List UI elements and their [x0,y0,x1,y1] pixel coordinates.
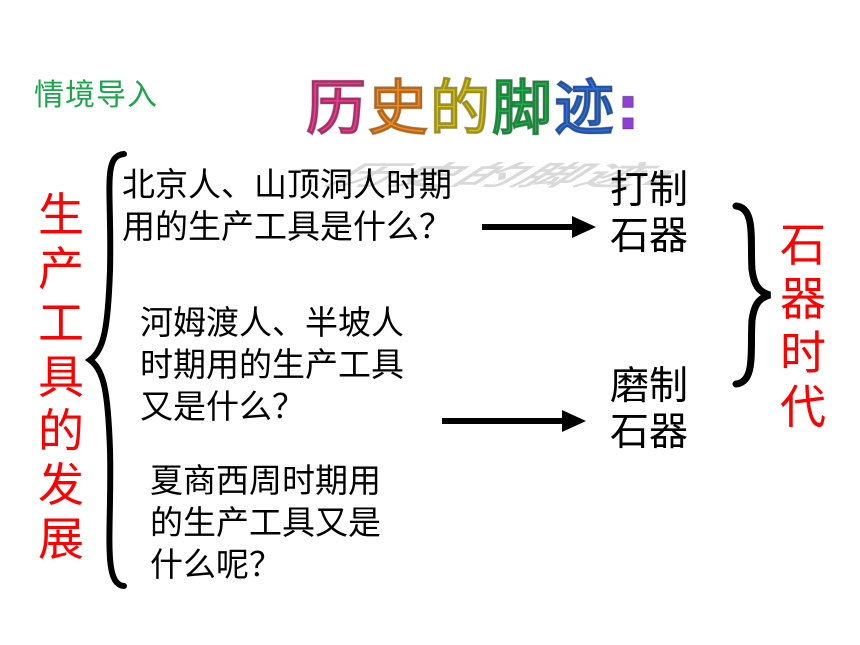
question-2: 河姆渡人、半坡人 时期用的生产工具 又是什么？ [140,303,404,426]
left-brace [84,151,127,589]
title-char: 迹 [554,74,616,145]
topic-vertical-text: 生 产 工 具 的 发 展 [38,188,84,566]
slide-title: 历史的脚迹: [306,60,642,147]
arrow-1 [482,216,596,238]
title-char: 的 [430,74,492,145]
arrow-2 [442,410,586,432]
intro-label: 情境导入 [34,78,158,113]
title-char: 脚 [492,74,554,145]
title-char: 历 [306,74,368,145]
era-vertical-text: 石 器 时 代 [780,218,826,434]
answer-chipped-stone: 打制 石器 [610,168,689,259]
title-char: : [616,74,642,145]
right-brace [732,202,772,388]
title-char: 史 [368,74,430,145]
question-1: 北京人、山顶洞人时期 用的生产工具是什么？ [122,165,452,246]
question-3: 夏商西周时期用 的生产工具又是 什么呢？ [150,461,381,584]
answer-polished-stone: 磨制 石器 [610,364,689,455]
